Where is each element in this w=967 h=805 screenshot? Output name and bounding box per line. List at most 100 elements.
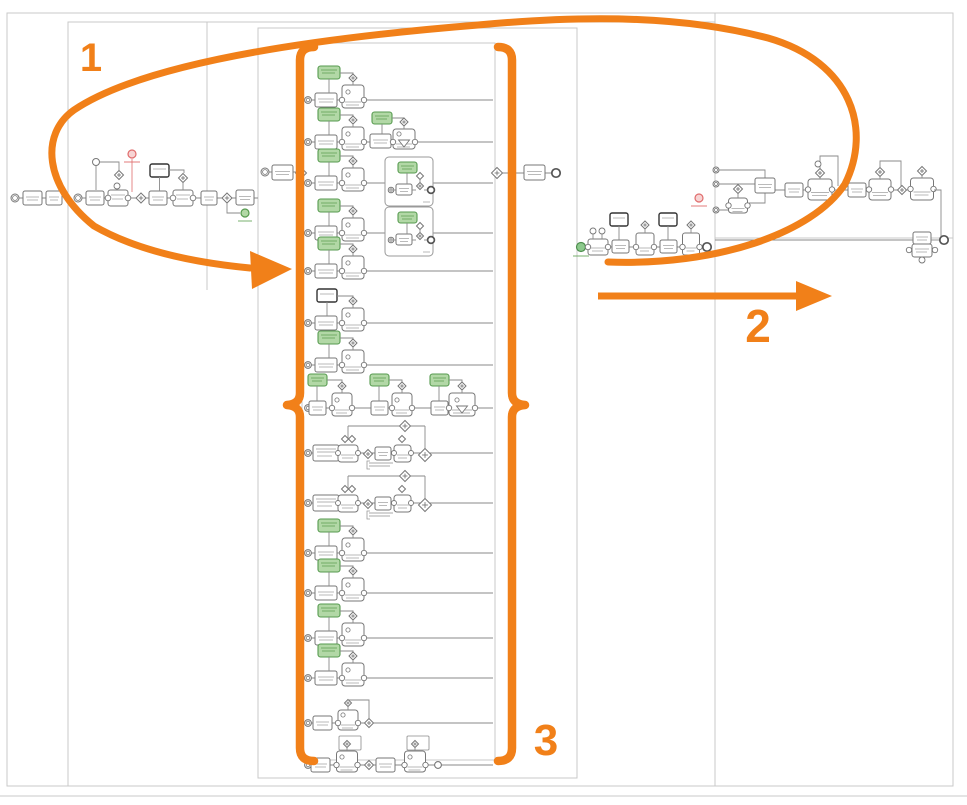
bpmn-task-highlight-green — [317, 518, 341, 533]
bpmn-task-with-boundary-events — [169, 172, 197, 207]
bpmn-task-with-boundary-events — [338, 156, 368, 192]
bpmn-gateway — [363, 717, 375, 729]
bpmn-task — [314, 585, 338, 601]
bpmn-gateway — [896, 184, 908, 196]
bpmn-start-event — [304, 589, 312, 597]
bpmn-task-with-boundary-events — [584, 227, 612, 256]
bpmn-task — [45, 190, 63, 206]
bpmn-gateway — [135, 192, 147, 204]
bpmn-task-with-boundary-events — [804, 155, 839, 201]
annotation-brace-left — [282, 42, 319, 766]
bpmn-intermediate-event — [712, 180, 720, 188]
subprocess-row — [304, 373, 493, 417]
bpmn-task-with-boundary-events — [401, 739, 429, 773]
bpmn-task-highlight-green — [317, 643, 341, 658]
bpmn-task-with-boundary-events — [338, 611, 368, 647]
subprocess-row — [304, 603, 493, 647]
bpmn-task-with-boundary-events — [333, 739, 361, 773]
subprocess-row — [304, 236, 493, 280]
bpmn-task-with-boundary-events — [338, 566, 368, 602]
subprocess-row — [304, 518, 493, 562]
bpmn-task — [784, 182, 804, 198]
bpmn-task — [754, 177, 776, 194]
bpmn-end-event — [701, 241, 713, 253]
subprocess-row — [304, 698, 493, 731]
bpmn-gateway — [417, 497, 433, 513]
annotation-number-1: 1 — [79, 36, 103, 80]
bpmn-task-highlight-green — [317, 236, 341, 251]
bpmn-task-with-boundary-events — [679, 220, 703, 256]
bpmn-end-event-green — [238, 208, 252, 222]
bpmn-end-event — [426, 235, 436, 245]
bpmn-task-with-boundary-events — [338, 206, 368, 242]
subprocess-row — [304, 469, 493, 520]
bpmn-task — [314, 545, 338, 561]
subprocess-row — [304, 735, 493, 773]
bpmn-task-with-boundary-events — [905, 243, 939, 264]
bpmn-expanded-subprocess — [384, 206, 436, 257]
bpmn-collapsed-subprocess — [316, 288, 338, 303]
bpmn-expanded-subprocess — [384, 156, 436, 207]
bpmn-task — [312, 494, 340, 512]
bpmn-start-event — [260, 167, 270, 177]
bpmn-gateway — [362, 498, 374, 510]
bpmn-start-event — [304, 449, 312, 457]
bpmn-task-with-boundary-events — [338, 296, 368, 332]
bpmn-intermediate-event-red — [691, 193, 707, 207]
bpmn-gateway — [363, 759, 375, 771]
bpmn-task-highlight-green — [307, 373, 328, 387]
bpmn-collapsed-subprocess — [658, 212, 678, 227]
bpmn-intermediate-event-red — [124, 149, 140, 163]
annotation-arrow-2 — [598, 281, 832, 311]
bpmn-intermediate-event — [712, 166, 720, 174]
bpmn-task-with-boundary-events — [725, 183, 751, 214]
panel-right-region — [714, 12, 954, 239]
bpmn-task-with-boundary-events — [335, 484, 361, 513]
subprocess-row — [304, 198, 493, 257]
bpmn-start-event — [304, 267, 312, 275]
bpmn-gateway — [221, 192, 233, 204]
bpmn-task-highlight-green — [371, 111, 393, 125]
bpmn-task — [235, 189, 255, 206]
bpmn-end-event — [426, 185, 436, 195]
panel-pool-boundary — [6, 12, 954, 787]
bpmn-gateway — [362, 448, 374, 460]
subprocess-row — [304, 419, 493, 470]
bpmn-start-event — [304, 549, 312, 557]
subprocess-row — [304, 330, 493, 374]
subprocess-row — [304, 65, 493, 109]
bpmn-task — [369, 133, 392, 149]
subprocess-row — [304, 148, 493, 207]
bpmn-task — [395, 183, 413, 196]
bpmn-task — [314, 175, 338, 191]
bpmn-task-highlight-green — [317, 148, 341, 163]
bpmn-task-highlight-green — [317, 603, 341, 618]
bpmn-task-with-boundary-events — [865, 160, 902, 201]
bpmn-task — [314, 357, 338, 373]
subprocess-row — [304, 643, 493, 687]
bpmn-task — [395, 233, 413, 246]
bpmn-task — [912, 231, 932, 245]
bpmn-task — [312, 715, 333, 731]
bpmn-task — [271, 164, 294, 181]
bpmn-start-event — [387, 236, 395, 244]
bpmn-task — [314, 263, 338, 279]
annotation-ellipse-1 — [48, 15, 860, 289]
bpmn-task — [370, 400, 389, 416]
bpmn-start-event-green — [573, 241, 589, 257]
mid-process-flow — [573, 193, 713, 257]
bpmn-task-with-boundary-events — [388, 381, 416, 417]
bpmn-task-highlight-green — [317, 65, 341, 80]
bpmn-task-with-boundary-events — [389, 117, 419, 150]
bpmn-task-with-boundary-events — [334, 698, 362, 731]
bpmn-task — [659, 239, 678, 254]
bpmn-task — [22, 190, 43, 206]
bpmn-gateway — [417, 447, 433, 463]
annotation-number-3: 3 — [533, 716, 559, 765]
bpmn-start-event — [387, 186, 395, 194]
subprocess-row — [304, 107, 493, 151]
bpmn-task-highlight-green — [317, 558, 341, 573]
bpmn-task — [85, 190, 105, 206]
